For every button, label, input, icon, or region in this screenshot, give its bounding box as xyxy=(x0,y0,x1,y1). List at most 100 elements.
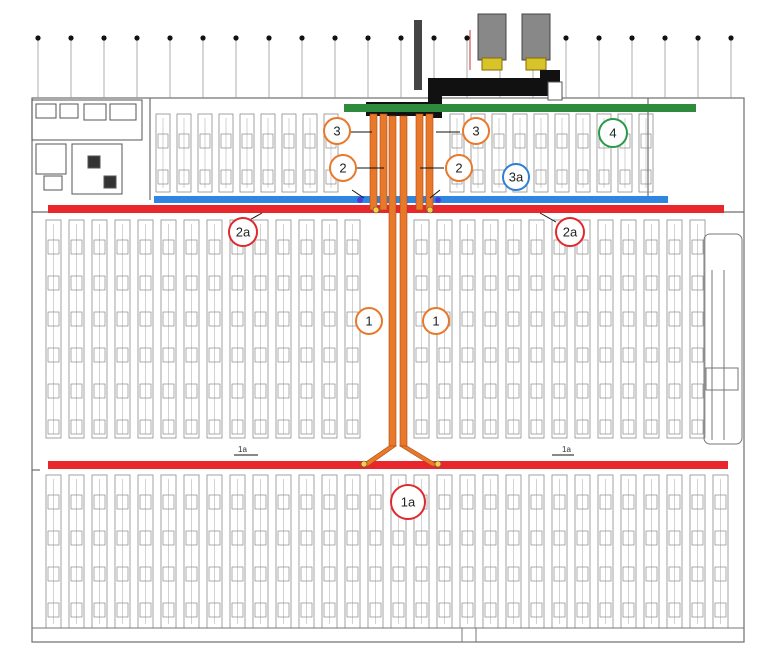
rack-bay xyxy=(438,494,451,510)
rack-bay xyxy=(645,566,658,582)
rack-bay xyxy=(392,602,405,618)
rack-row xyxy=(689,219,706,439)
rack-bay xyxy=(714,602,727,618)
rack-row xyxy=(470,113,486,193)
rack-row xyxy=(528,219,545,439)
rack-bay xyxy=(254,566,267,582)
callout-1a-text: 1a xyxy=(401,495,416,510)
rack-bay xyxy=(507,530,520,546)
rack-bay xyxy=(185,494,198,510)
rack-bay xyxy=(70,239,83,255)
rack-bay xyxy=(116,602,129,618)
rack-bay xyxy=(93,602,106,618)
rack-bay xyxy=(346,419,359,435)
rack-bay xyxy=(484,239,497,255)
rack-row xyxy=(197,113,213,193)
rack-bay xyxy=(691,347,704,363)
green-aisle-line xyxy=(344,104,696,112)
rack-bay xyxy=(277,566,290,582)
rack-bay xyxy=(645,275,658,291)
rack-bay xyxy=(461,530,474,546)
rack-bay xyxy=(493,133,505,149)
rack-bay xyxy=(691,275,704,291)
rack-bay xyxy=(415,239,428,255)
rack-bay xyxy=(241,133,253,149)
rack-bay xyxy=(645,602,658,618)
grid-dot xyxy=(68,35,74,41)
rack-bay xyxy=(484,602,497,618)
rack-bay xyxy=(369,602,382,618)
rack-bay xyxy=(208,239,221,255)
rack-bay xyxy=(70,602,83,618)
rack-row xyxy=(575,113,591,193)
rack-row xyxy=(620,219,637,439)
rack-bay xyxy=(231,494,244,510)
rack-bay xyxy=(93,530,106,546)
rack-bay xyxy=(178,169,190,185)
rack-bay xyxy=(507,494,520,510)
rack-row xyxy=(114,219,131,439)
rack-bay xyxy=(576,602,589,618)
rack-bay xyxy=(185,383,198,399)
rack-bay xyxy=(346,383,359,399)
rack-bay xyxy=(208,419,221,435)
rack-bay xyxy=(691,383,704,399)
rack-bay xyxy=(70,530,83,546)
rack-bay xyxy=(645,383,658,399)
rack-bay xyxy=(323,347,336,363)
rack-bay xyxy=(93,494,106,510)
rack-bay xyxy=(415,275,428,291)
rack-bay xyxy=(484,311,497,327)
rack-row xyxy=(176,113,192,193)
rack-bay xyxy=(622,239,635,255)
rack-bay xyxy=(530,383,543,399)
rack-bay xyxy=(553,530,566,546)
rack-bay xyxy=(461,383,474,399)
rack-bay xyxy=(346,239,359,255)
rack-bay xyxy=(415,530,428,546)
rack-bay xyxy=(392,530,405,546)
rack-bay xyxy=(598,169,610,185)
rack-bay xyxy=(323,311,336,327)
rack-bay xyxy=(553,419,566,435)
rack-bay xyxy=(599,419,612,435)
rack-bay xyxy=(438,602,451,618)
rack-bay xyxy=(116,275,129,291)
callout-1a: 1a xyxy=(390,484,426,520)
rack-bay xyxy=(668,566,681,582)
rack-bay xyxy=(668,311,681,327)
rack-row xyxy=(666,219,683,439)
rack-bay xyxy=(93,239,106,255)
rack-bay xyxy=(622,494,635,510)
rack-bay xyxy=(553,494,566,510)
rack-bay xyxy=(645,530,658,546)
rack-bay xyxy=(93,383,106,399)
rack-bay xyxy=(139,275,152,291)
rack-row xyxy=(91,219,108,439)
rack-bay xyxy=(300,419,313,435)
rack-bay xyxy=(599,494,612,510)
rack-row xyxy=(459,219,476,439)
rack-bay xyxy=(277,602,290,618)
grid-dot xyxy=(167,35,173,41)
grid-dot xyxy=(101,35,107,41)
rack-bay xyxy=(691,494,704,510)
rack-bay xyxy=(93,347,106,363)
rack-bay xyxy=(277,275,290,291)
route-junction-markers xyxy=(357,197,442,468)
rack-bay xyxy=(556,169,568,185)
grid-dot xyxy=(728,35,734,41)
grid-dot xyxy=(596,35,602,41)
rack-row xyxy=(643,219,660,439)
rack-bay xyxy=(346,347,359,363)
rack-bay xyxy=(162,602,175,618)
rack-bay xyxy=(300,347,313,363)
rack-bay xyxy=(438,347,451,363)
rack-bay xyxy=(599,239,612,255)
red-aisle-lower xyxy=(48,461,728,469)
grid-dot xyxy=(431,35,437,41)
rack-bay xyxy=(691,566,704,582)
grid-dot xyxy=(695,35,701,41)
grid-dot xyxy=(563,35,569,41)
callout-2a-left-text: 2a xyxy=(236,225,251,240)
